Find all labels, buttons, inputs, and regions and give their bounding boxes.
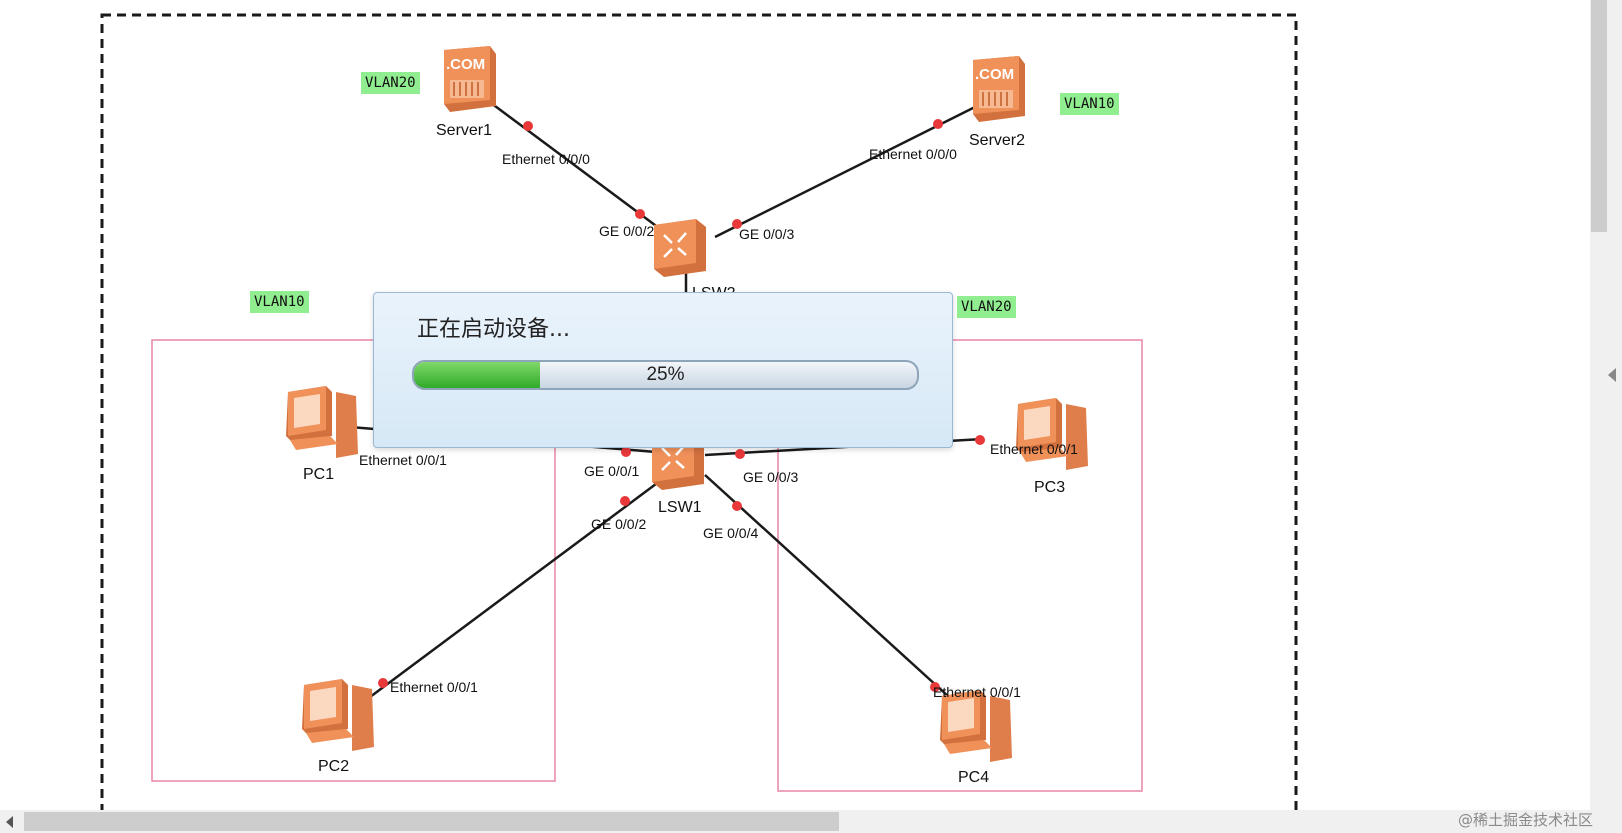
port-label-lsw1-ge2: GE 0/0/2: [591, 516, 647, 532]
collapse-arrow-icon[interactable]: [1608, 368, 1616, 382]
port-dot: [523, 121, 533, 131]
port-dot: [635, 209, 645, 219]
watermark: @稀土掘金技术社区: [1458, 811, 1594, 829]
port-label-lsw1-ge3: GE 0/0/3: [743, 469, 799, 485]
progress-percent-text: 25%: [646, 364, 685, 385]
server-icon: [973, 56, 1025, 122]
pc3-label: PC3: [1034, 479, 1066, 496]
pc-icon: [302, 679, 374, 751]
port-label-pc3-eth: Ethernet 0/0/1: [990, 441, 1078, 457]
com-badge: .COM: [446, 56, 486, 73]
vlan-tag-server2: VLAN10: [1060, 93, 1119, 115]
topology-canvas[interactable]: .COM Server1 .COM Server2 LSW2 LSW1: [0, 0, 1590, 810]
server1-device[interactable]: .COM: [438, 44, 500, 114]
com-badge: .COM: [975, 66, 1015, 83]
port-dot: [732, 219, 742, 229]
scroll-left-icon[interactable]: [6, 816, 13, 828]
horizontal-scrollbar[interactable]: [0, 810, 1622, 833]
port-label-pc1-eth: Ethernet 0/0/1: [359, 452, 447, 468]
link-pc2-lsw1: [365, 473, 669, 702]
port-dots: [378, 119, 985, 692]
port-dot: [621, 447, 631, 457]
port-dot: [930, 682, 940, 692]
port-dot: [378, 678, 388, 688]
pc-icon: [1016, 398, 1088, 470]
port-dot: [732, 501, 742, 511]
network-frame: [100, 13, 1298, 810]
vertical-scrollbar-thumb[interactable]: [1591, 0, 1607, 232]
vlan-tag-left-area: VLAN10: [250, 291, 309, 313]
port-label-server1-eth: Ethernet 0/0/0: [502, 151, 590, 167]
server-icon: [444, 46, 496, 112]
switch-icon: [654, 219, 706, 277]
progress-bar: 25%: [412, 360, 919, 390]
horizontal-scrollbar-thumb[interactable]: [24, 812, 839, 831]
port-label-lsw2-ge3: GE 0/0/3: [739, 226, 795, 242]
port-label-lsw1-ge4: GE 0/0/4: [703, 525, 759, 541]
port-dot: [933, 119, 943, 129]
vlan-tag-right-area: VLAN20: [957, 296, 1016, 318]
pc4-device[interactable]: [934, 688, 1018, 764]
pc3-device[interactable]: [1010, 396, 1094, 472]
pc1-label: PC1: [303, 466, 335, 483]
pc-icon: [286, 386, 358, 458]
pc-icon: [940, 690, 1012, 762]
port-dot: [620, 496, 630, 506]
pc2-device[interactable]: [296, 677, 380, 753]
port-label-lsw1-ge1: GE 0/0/1: [584, 463, 640, 479]
port-dot: [975, 435, 985, 445]
progress-bar-fill: [414, 362, 540, 388]
vlan-tag-server1: VLAN20: [361, 72, 420, 94]
port-label-lsw2-ge2: GE 0/0/2: [599, 223, 655, 239]
link-pc4-lsw1: [704, 474, 961, 708]
pc2-label: PC2: [318, 758, 350, 775]
port-dot: [735, 449, 745, 459]
server2-label: Server2: [969, 132, 1026, 149]
server1-label: Server1: [436, 122, 493, 139]
port-label-pc2-eth: Ethernet 0/0/1: [390, 679, 478, 695]
topology-drawing: [100, 13, 1298, 810]
server2-device[interactable]: .COM: [967, 54, 1029, 124]
vlan-area-right: [777, 339, 1143, 792]
vertical-scrollbar[interactable]: [1590, 0, 1622, 810]
port-label-server2-eth: Ethernet 0/0/0: [869, 146, 957, 162]
device-start-progress-dialog: 正在启动设备... 25%: [373, 292, 953, 448]
port-label-pc4-eth: Ethernet 0/0/1: [933, 684, 1021, 700]
lsw2-device[interactable]: [650, 215, 710, 280]
pc4-label: PC4: [958, 769, 990, 786]
pc1-device[interactable]: [280, 384, 364, 460]
lsw1-label: LSW1: [658, 499, 702, 516]
dialog-title: 正在启动设备...: [417, 317, 570, 342]
